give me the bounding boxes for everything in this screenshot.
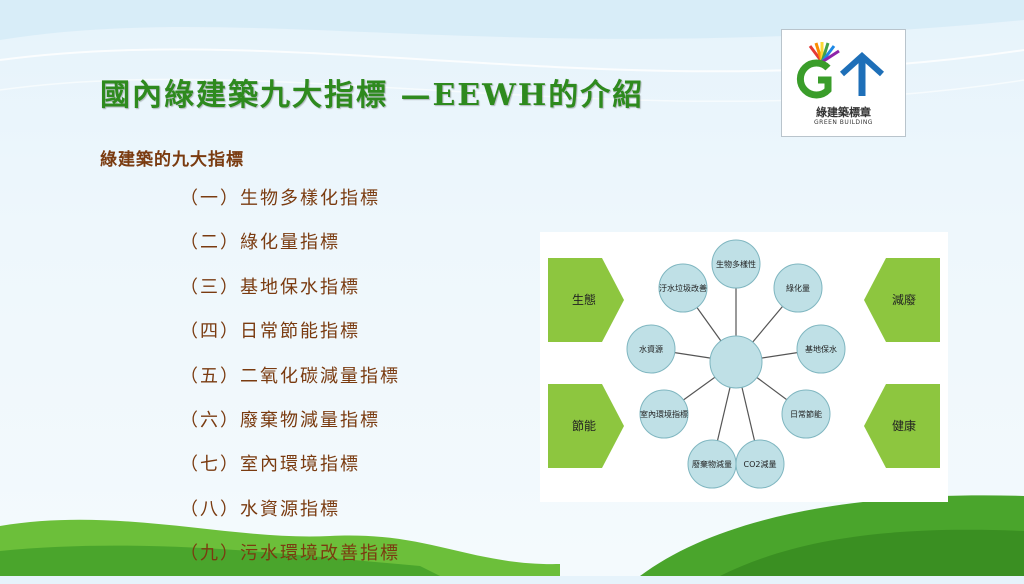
diagram-node-co2-reduction: CO2減量 — [735, 439, 785, 489]
diagram-node-indoor-environment: 室內環境指標 — [639, 389, 689, 439]
diagram-node-water-resources: 水資源 — [626, 324, 676, 374]
logo-name: 綠建築標章 — [816, 106, 871, 119]
svg-text:CO2減量: CO2減量 — [744, 459, 777, 469]
diagram-node-energy-saving: 日常節能 — [781, 389, 831, 439]
slide-subtitle: 綠建築的九大指標 — [100, 150, 244, 170]
list-item: （一）生物多樣化指標 — [180, 188, 380, 209]
arrow-waste-reduction: 減廢 — [864, 258, 940, 342]
svg-text:生物多樣性: 生物多樣性 — [716, 259, 756, 269]
arrow-energy: 節能 — [548, 384, 624, 468]
slide-title: 國內綠建築九大指標 —EEWH的介紹 — [100, 78, 645, 113]
list-item: （四）日常節能指標 — [180, 321, 360, 343]
indicator-list: （一）生物多樣化指標 （二）綠化量指標 （三）基地保水指標 （四）日常節能指標 … — [180, 184, 400, 584]
logo-english: GREEN BUILDING — [814, 119, 873, 126]
svg-text:室內環境指標: 室內環境指標 — [640, 409, 688, 419]
green-building-logo: 綠建築標章 GREEN BUILDING — [781, 29, 906, 137]
list-item: （九）污水環境改善指標 — [180, 543, 400, 565]
arrow-health-label: 健康 — [892, 418, 916, 433]
arrow-waste-reduction-label: 減廢 — [892, 292, 916, 307]
svg-text:日常節能: 日常節能 — [790, 409, 822, 419]
center-node — [709, 335, 763, 389]
arrow-health: 健康 — [864, 384, 940, 468]
list-item: （二）綠化量指標 — [180, 232, 340, 254]
svg-text:基地保水: 基地保水 — [805, 344, 837, 354]
svg-text:水資源: 水資源 — [639, 344, 663, 354]
arrow-ecology: 生態 — [548, 258, 624, 342]
indicator-diagram: 生態 節能 減廢 健康 — [540, 232, 948, 502]
arrow-ecology-label: 生態 — [572, 292, 596, 307]
svg-text:汙水垃圾改善: 汙水垃圾改善 — [659, 283, 707, 293]
svg-text:廢棄物減量: 廢棄物減量 — [692, 459, 732, 469]
svg-text:綠化量: 綠化量 — [786, 283, 810, 293]
list-item: （六）廢棄物減量指標 — [180, 409, 380, 431]
list-item: （三）基地保水指標 — [180, 276, 360, 298]
logo-emblem-icon — [796, 42, 885, 99]
list-item: （五）二氧化碳減量指標 — [180, 365, 400, 387]
diagram-canvas: 生態 節能 減廢 健康 — [548, 239, 940, 489]
arrow-energy-label: 節能 — [572, 418, 596, 433]
diagram-node-sewage-garbage: 汙水垃圾改善 — [658, 263, 708, 313]
diagram-node-waste-reduction: 廢棄物減量 — [687, 439, 737, 489]
list-item: （八）水資源指標 — [180, 498, 340, 520]
diagram-node-water-retention: 基地保水 — [796, 324, 846, 374]
diagram-node-greenery: 綠化量 — [773, 263, 823, 313]
list-item: （七）室內環境指標 — [180, 454, 360, 476]
grass-hill — [0, 495, 1024, 576]
diagram-node-biodiversity: 生物多樣性 — [711, 239, 761, 289]
